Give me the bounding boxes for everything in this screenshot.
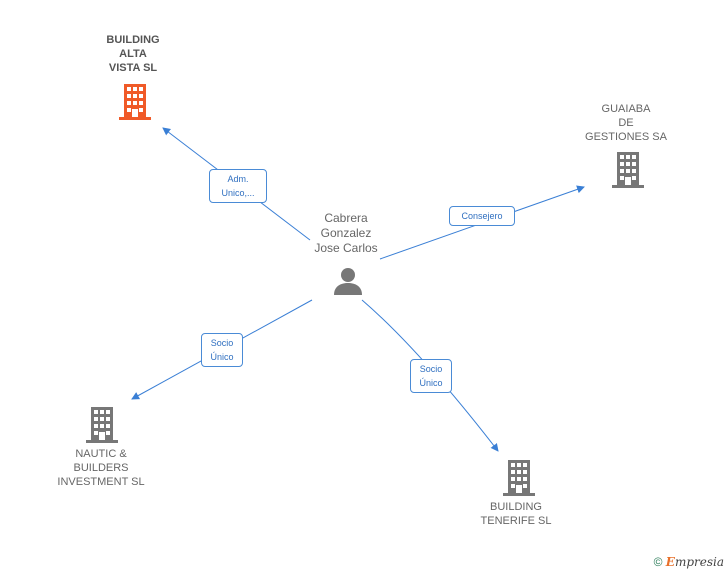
relation-label-socio-unico[interactable]: Socio Único [201,333,243,367]
company-label-nautic[interactable]: NAUTIC & BUILDERS INVESTMENT SL [57,448,145,488]
relation-label-adm-unico[interactable]: Adm. Unico,... [209,169,267,203]
building-icon[interactable] [86,407,118,443]
company-label-building-tenerife[interactable]: BUILDING TENERIFE SL [480,501,552,527]
company-label-guaiaba[interactable]: GUAIABA DE GESTIONES SA [585,103,667,143]
relation-label-consejero[interactable]: Consejero [449,206,515,226]
brand-logo-text: mpresia [674,555,724,569]
person-name[interactable]: Cabrera Gonzalez Jose Carlos [314,211,378,255]
building-icon[interactable] [612,152,644,188]
copyright-symbol: © [653,555,663,569]
building-icon[interactable] [119,84,151,120]
company-label-building-alta-vista[interactable]: BUILDING ALTA VISTA SL [106,34,160,74]
person-icon[interactable] [333,266,363,296]
empresia-brand: © Empresia [654,555,724,569]
building-icon[interactable] [503,460,535,496]
relation-label-socio-unico[interactable]: Socio Único [410,359,452,393]
brand-logo-e: E [665,555,675,569]
